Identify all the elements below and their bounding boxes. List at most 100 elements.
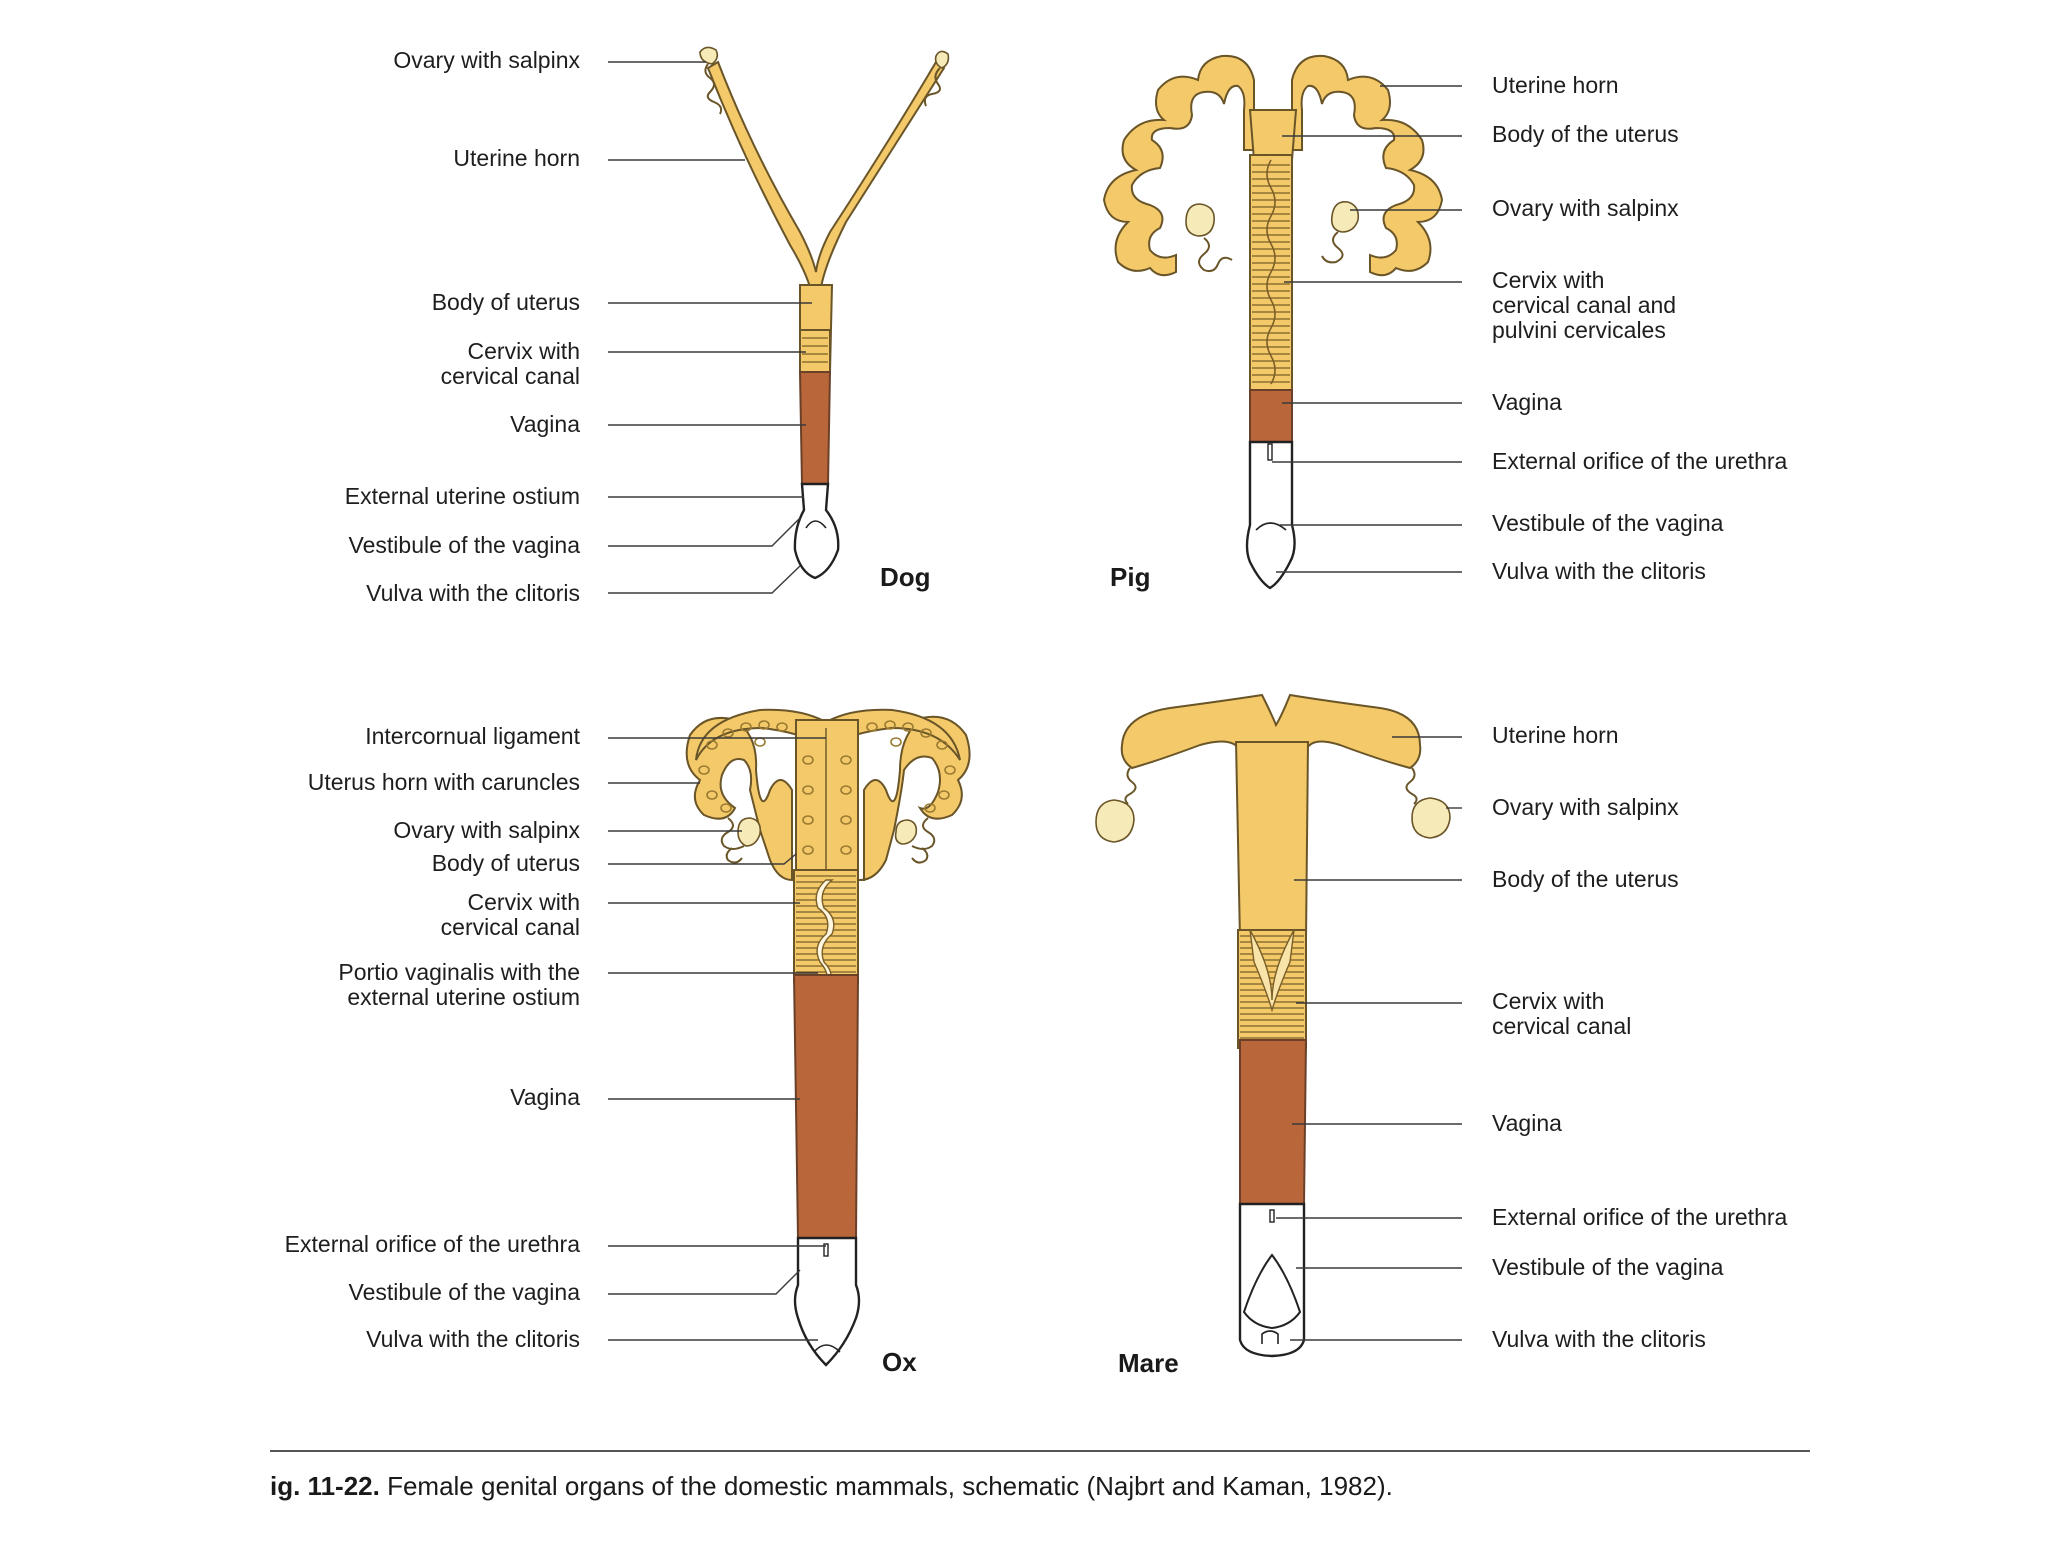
dog-vagina xyxy=(798,371,832,485)
mare-diagram xyxy=(1095,693,1462,1358)
caption-text: Female genital organs of the domestic ma… xyxy=(379,1471,1393,1501)
pig-label-urethra-orifice: External orifice of the urethra xyxy=(1492,448,1788,474)
ox-caruncle xyxy=(840,815,852,825)
dog-label-cervix: Cervix with cervical canal xyxy=(440,338,580,389)
ox-label-vulva: Vulva with the clitoris xyxy=(366,1326,580,1352)
pig-ovary-right xyxy=(1330,200,1360,233)
pig-salpinx-left xyxy=(1198,237,1233,273)
mare-urethra-orifice xyxy=(1269,1209,1275,1223)
mare-vestibule xyxy=(1238,1202,1306,1358)
dog-uterine-horns xyxy=(706,60,946,296)
dog-species-label: Dog xyxy=(880,562,931,592)
dog-label-vestibule: Vestibule of the vagina xyxy=(348,532,580,558)
pig-ovary-left xyxy=(1185,203,1216,237)
dog-vulva xyxy=(805,520,827,529)
pig-vestibule xyxy=(1245,440,1296,590)
mare-label-ovary-salpinx: Ovary with salpinx xyxy=(1492,794,1679,820)
pig-cervix-folds xyxy=(1252,164,1290,383)
dog-diagram xyxy=(608,46,950,594)
dog-label-body-uterus: Body of uterus xyxy=(431,289,580,315)
mare-label-cervix: Cervix with cervical canal xyxy=(1492,988,1632,1039)
ox-ovary-left xyxy=(737,817,762,847)
mare-ovary-right xyxy=(1411,797,1451,839)
pig-label-vulva: Vulva with the clitoris xyxy=(1492,558,1706,584)
pig-label-uterine-horn: Uterine horn xyxy=(1492,72,1619,98)
ox-salpinx-left xyxy=(720,817,745,864)
ox-diagram xyxy=(608,708,971,1367)
mare-vagina xyxy=(1239,1039,1308,1205)
ox-caruncle xyxy=(890,737,902,747)
ox-caruncle xyxy=(944,765,956,775)
ox-caruncle xyxy=(720,803,732,813)
dog-salpinx-left xyxy=(704,63,723,115)
ox-species-label: Ox xyxy=(882,1347,917,1377)
ox-caruncle xyxy=(706,790,718,800)
ox-caruncle xyxy=(840,755,852,765)
pig-label-vestibule: Vestibule of the vagina xyxy=(1492,510,1724,536)
figure-caption: ig. 11-22. Female genital organs of the … xyxy=(270,1471,1393,1502)
ox-vestibule xyxy=(793,1236,861,1367)
ox-caruncle xyxy=(802,755,814,765)
pig-label-vagina: Vagina xyxy=(1492,389,1562,415)
dog-label-external-uterine-ostium: External uterine ostium xyxy=(344,483,580,509)
ox-caruncle xyxy=(840,845,852,855)
ox-label-horn-caruncles: Uterus horn with caruncles xyxy=(307,769,580,795)
mare-uterine-horns xyxy=(1120,693,1422,770)
dog-ovary-right xyxy=(934,50,950,69)
pig-vulva xyxy=(1255,522,1287,531)
pig-uterine-horn-left xyxy=(1102,54,1255,277)
mare-cervical-canal xyxy=(1249,929,1295,1013)
dog-ovary-left xyxy=(699,46,719,65)
pig-cervical-canal xyxy=(1266,159,1276,385)
mare-uterine-body xyxy=(1234,741,1310,941)
mare-salpinx-right xyxy=(1405,767,1418,805)
mare-salpinx-left xyxy=(1124,767,1137,805)
ox-caruncle xyxy=(936,740,948,750)
dog-salpinx-right xyxy=(923,67,941,107)
ox-caruncle xyxy=(802,785,814,795)
ox-caruncle xyxy=(840,785,852,795)
ox-label-portio-vaginalis: Portio vaginalis with the external uteri… xyxy=(338,959,580,1010)
ox-label-vagina: Vagina xyxy=(510,1084,580,1110)
ox-caruncle xyxy=(706,740,718,750)
ox-label-intercornual-ligament: Intercornual ligament xyxy=(365,723,580,749)
dog-vestibule xyxy=(793,482,840,580)
ox-caruncle xyxy=(924,803,936,813)
pig-label-body-uterus: Body of the uterus xyxy=(1492,121,1679,147)
mare-species-label: Mare xyxy=(1118,1348,1179,1378)
ox-label-urethra-orifice: External orifice of the urethra xyxy=(284,1231,580,1257)
ox-caruncle xyxy=(802,845,814,855)
ox-label-vestibule: Vestibule of the vagina xyxy=(348,1279,580,1305)
pig-uterine-horn-right xyxy=(1291,54,1444,277)
ox-caruncle xyxy=(758,720,770,730)
ox-salpinx-right xyxy=(911,817,936,864)
mare-label-urethra-orifice: External orifice of the urethra xyxy=(1492,1204,1788,1230)
dog-cervix-folds xyxy=(802,337,828,363)
mare-vulva xyxy=(1261,1330,1279,1344)
mare-vestibule-fold xyxy=(1242,1253,1302,1330)
pig-label-cervix: Cervix with cervical canal and pulvini c… xyxy=(1492,267,1677,343)
ox-caruncle xyxy=(754,737,766,747)
mare-label-vestibule: Vestibule of the vagina xyxy=(1492,1254,1724,1280)
mare-label-vulva: Vulva with the clitoris xyxy=(1492,1326,1706,1352)
ox-caruncle xyxy=(776,722,788,732)
dog-cervix xyxy=(799,329,831,373)
pig-uterine-body xyxy=(1248,109,1298,161)
caption-divider xyxy=(270,1450,1810,1452)
pig-salpinx-right xyxy=(1321,231,1344,264)
dog-label-uterine-horn: Uterine horn xyxy=(453,145,580,171)
ox-caruncle xyxy=(740,722,752,732)
ox-caruncle xyxy=(722,728,734,738)
mare-label-body-uterus: Body of the uterus xyxy=(1492,866,1679,892)
ox-caruncle xyxy=(920,728,932,738)
ox-caruncle xyxy=(884,720,896,730)
mare-label-vagina: Vagina xyxy=(1492,1110,1562,1136)
ox-urethra-orifice xyxy=(823,1243,829,1257)
ox-vulva xyxy=(813,1344,841,1353)
ox-label-body-uterus: Body of uterus xyxy=(431,850,580,876)
ox-caruncle xyxy=(698,765,710,775)
ox-caruncle xyxy=(938,790,950,800)
dog-label-vagina: Vagina xyxy=(510,411,580,437)
dog-label-ovary-salpinx: Ovary with salpinx xyxy=(393,47,580,73)
